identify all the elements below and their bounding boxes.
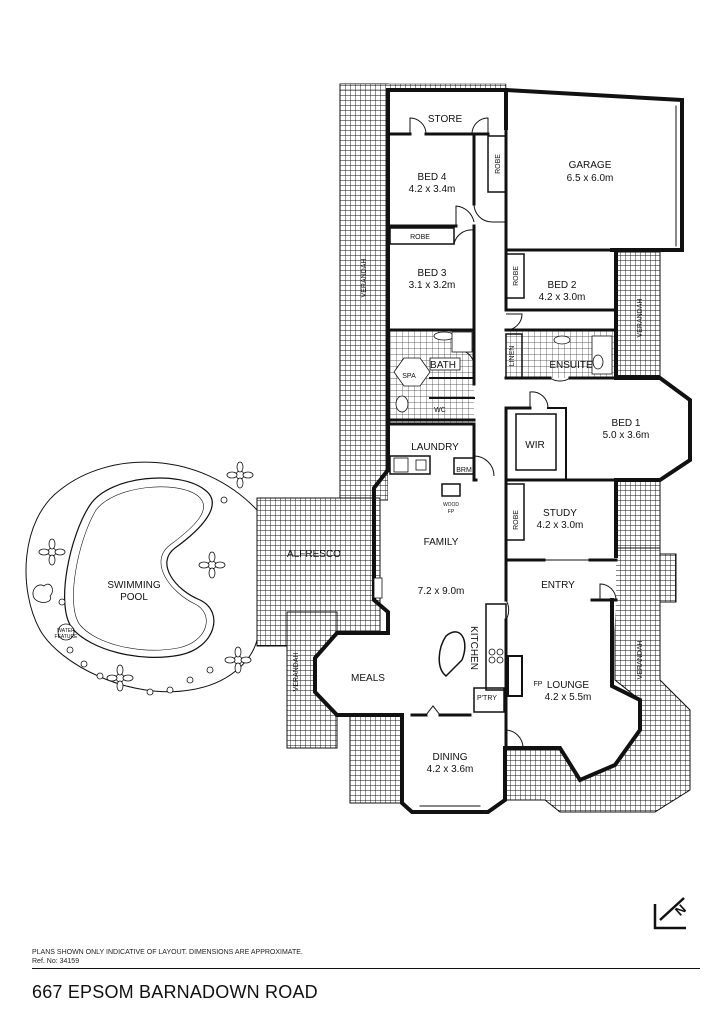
label-lounge-size: 4.2 x 5.5m (545, 692, 592, 703)
label-alfresco: ALFRESCO (287, 549, 341, 560)
ensuite-basin (553, 335, 571, 345)
spa-tub (393, 357, 431, 387)
label-laundry: LAUNDRY (411, 442, 459, 453)
toilet-icon (592, 354, 604, 370)
label-meals: MEALS (351, 673, 385, 684)
label-bed1-size: 5.0 x 3.6m (603, 430, 650, 441)
fixtures (373, 331, 613, 664)
label-water: WATER (57, 628, 75, 634)
label-robe-bed4: ROBE (495, 154, 502, 174)
label-bed2: BED 2 (548, 280, 577, 291)
label-store: STORE (428, 114, 463, 125)
label-bed3: BED 3 (418, 268, 447, 279)
flower-icon (198, 551, 226, 579)
property-address: 667 EPSOM BARNADOWN ROAD (32, 982, 318, 1002)
label-bath: BATH (430, 360, 456, 371)
label-study: STUDY (543, 508, 577, 519)
label-bed4: BED 4 (418, 172, 447, 183)
label-linen: LINEN (509, 346, 516, 367)
label-water-feature: FEATURE (55, 634, 79, 640)
room-labels: STORE GARAGE 6.5 x 6.0m BED 4 4.2 x 3.4m… (55, 114, 650, 775)
label-spa: SPA (402, 373, 416, 380)
label-pool: POOL (120, 592, 148, 603)
label-bed3-size: 3.1 x 3.2m (409, 280, 456, 291)
label-bed2-size: 4.2 x 3.0m (539, 292, 586, 303)
flower-icon (38, 538, 66, 566)
flower-icon (224, 646, 252, 674)
label-wood-fp: FP (448, 509, 455, 515)
label-kitchen: KITCHEN (468, 626, 479, 670)
label-family: FAMILY (424, 537, 459, 548)
label-wir: WIR (525, 440, 544, 451)
garden-shrub-dots (58, 496, 228, 696)
label-study-size: 4.2 x 3.0m (537, 520, 584, 531)
label-fp: FP (534, 681, 543, 688)
verandah-west (339, 83, 507, 501)
label-brm: BRM (456, 467, 472, 474)
verandah-dining-south (349, 714, 403, 804)
label-wood: WOOD (443, 502, 459, 508)
toilet-icon (395, 395, 409, 413)
label-family-size: 7.2 x 9.0m (418, 586, 465, 597)
label-bed4-size: 4.2 x 3.4m (409, 184, 456, 195)
label-dining: DINING (433, 752, 468, 763)
label-robe-study: ROBE (513, 510, 520, 530)
label-garage: GARAGE (569, 160, 612, 171)
footer-divider (32, 968, 700, 969)
label-verandah-southeast: VERANDAH (637, 641, 644, 680)
cooktop-burner (488, 648, 496, 656)
north-arrow-icon: N (653, 897, 689, 930)
house-interior (315, 90, 690, 812)
water-feature-icon (57, 623, 75, 641)
washing-machine (415, 459, 427, 471)
label-verandah-meals: VERANDAH (293, 653, 300, 692)
label-dining-size: 4.2 x 3.6m (427, 764, 474, 775)
disclaimer: PLANS SHOWN ONLY INDICATIVE OF LAYOUT. D… (32, 948, 303, 966)
flower-icon (106, 664, 134, 692)
label-bed1: BED 1 (612, 418, 641, 429)
label-wc: WC (434, 407, 446, 414)
laundry-tub (393, 457, 409, 473)
label-ensuite: ENSUITE (549, 360, 593, 371)
label-robe-bed2: ROBE (513, 266, 520, 286)
disclaimer-text: PLANS SHOWN ONLY INDICATIVE OF LAYOUT. D… (32, 949, 303, 956)
ensuite-shower (591, 335, 613, 375)
reference-number: Ref. No: 34159 (32, 958, 80, 965)
label-robe-bed3: ROBE (410, 234, 430, 241)
label-verandah-west: VERANDAH (361, 259, 368, 298)
label-entry: ENTRY (541, 580, 575, 591)
compass-letter: N (672, 901, 689, 918)
flower-icon (226, 461, 254, 489)
label-garage-size: 6.5 x 6.0m (567, 173, 614, 184)
bath-basin (433, 331, 455, 341)
label-swimming: SWIMMING (107, 580, 161, 591)
shrub-icon (32, 583, 53, 603)
shower (451, 331, 473, 353)
label-lounge: LOUNGE (547, 680, 590, 691)
garden-flowers (32, 461, 254, 696)
glass-door (373, 577, 383, 599)
label-ptry: P'TRY (477, 695, 497, 702)
bath-vanity (429, 357, 461, 371)
walls (313, 88, 692, 814)
label-verandah-east: VERANDAH (637, 299, 644, 338)
